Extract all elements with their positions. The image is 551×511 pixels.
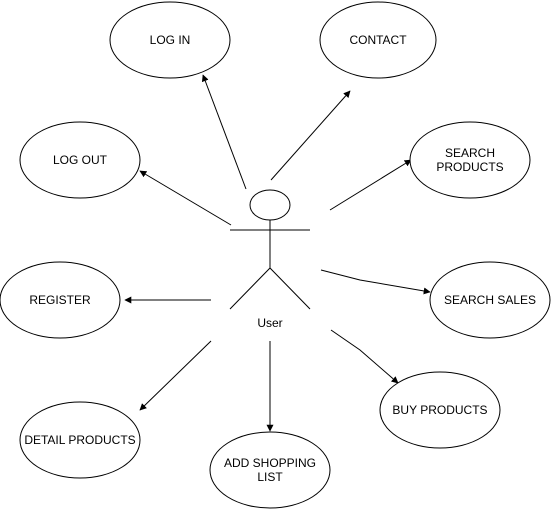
use-case-label: ADD SHOPPING	[224, 456, 316, 470]
use-case-label: REGISTER	[29, 293, 91, 307]
use-case-label: LOG IN	[150, 33, 191, 47]
use-case-register[interactable]: REGISTER	[0, 261, 121, 339]
use-case-ellipse	[19, 121, 141, 199]
use-case-ellipse	[19, 401, 141, 479]
use-case-search-sales[interactable]: SEARCH SALES	[429, 261, 551, 339]
use-case-ellipse	[319, 1, 437, 79]
edge-user-to-detail-products	[139, 340, 212, 411]
use-case-ellipse	[409, 121, 531, 199]
edge-user-to-contact	[270, 90, 351, 181]
use-case-detail-products[interactable]: DETAIL PRODUCTS	[19, 401, 141, 479]
edge-user-to-login	[201, 74, 247, 190]
use-case-ellipse	[429, 261, 551, 339]
use-case-label: CONTACT	[349, 33, 407, 47]
edges-layer	[124, 74, 431, 432]
use-case-label: DETAIL PRODUCTS	[24, 433, 135, 447]
use-case-label: SEARCH	[445, 146, 495, 160]
actor-left-leg	[229, 267, 271, 310]
edge-user-to-search-products	[329, 159, 412, 211]
use-case-login[interactable]: LOG IN	[109, 1, 231, 79]
use-case-ellipse	[209, 431, 331, 509]
use-case-buy-products[interactable]: BUY PRODUCTS	[379, 371, 501, 449]
actor-right-leg	[269, 267, 311, 310]
actor-label: User	[257, 316, 282, 330]
use-case-logout[interactable]: LOG OUT	[19, 121, 141, 199]
use-case-label: LOG OUT	[53, 153, 108, 167]
actor-head	[249, 189, 291, 221]
edge-user-to-buy-products	[330, 329, 399, 384]
use-case-label: PRODUCTS	[436, 160, 503, 174]
use-case-label: SEARCH SALES	[444, 293, 536, 307]
edge-user-to-logout	[139, 170, 232, 226]
use-case-label: LIST	[257, 470, 283, 484]
use-case-contact[interactable]: CONTACT	[319, 1, 437, 79]
actor-user[interactable]: User	[229, 189, 311, 330]
edge-user-to-search-sales	[320, 269, 431, 295]
use-case-ellipse	[0, 261, 121, 339]
use-case-ellipse	[379, 371, 501, 449]
use-case-label: BUY PRODUCTS	[392, 403, 487, 417]
use-case-ellipse	[109, 1, 231, 79]
